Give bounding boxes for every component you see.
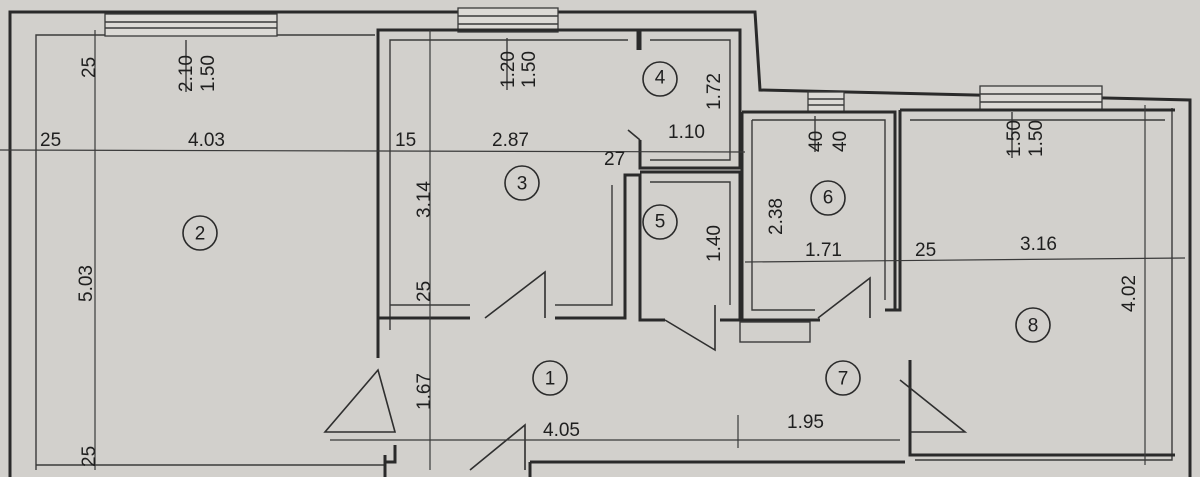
windows: [104, 7, 1103, 113]
room-2-marker: 2: [182, 215, 218, 251]
room-5-number: 5: [655, 212, 666, 233]
r4-length-label: 1.72: [704, 73, 725, 110]
r2-window-height-label: 1.50: [198, 55, 219, 92]
r8-window-width-label: 1.50: [1004, 120, 1025, 157]
window-room-2: [104, 13, 278, 37]
r2-width-label: 4.03: [188, 130, 225, 151]
room-markers: 2 3 4 5 6 1 7 8: [182, 61, 1051, 396]
r6-length-label: 2.38: [766, 198, 787, 235]
room-4-number: 4: [655, 68, 666, 89]
door-room-4: [627, 129, 641, 141]
interior-walls: [376, 28, 1175, 464]
r6-window-height-label: 40: [830, 131, 851, 152]
r6-width-label: 1.71: [805, 240, 842, 261]
r3-length-label: 3.14: [414, 181, 435, 218]
door-room-8: [899, 379, 968, 433]
r8-left-offset-label: 25: [915, 240, 936, 261]
r8-length-label: 4.02: [1119, 275, 1140, 312]
room-2-number: 2: [195, 224, 206, 245]
room-1-marker: 1: [532, 360, 568, 396]
r2-top-offset-label: 25: [79, 57, 100, 78]
r3-window-width-label: 1.20: [498, 51, 519, 88]
outer-walls: [8, 10, 1192, 477]
dimension-labels: 25 2.10 1.50 25 4.03 5.03 25 1.20 1.50 1…: [40, 38, 1140, 467]
r8-width-label: 3.16: [1020, 234, 1057, 255]
window-room-8: [979, 85, 1103, 111]
window-room-3: [457, 7, 559, 33]
entrance-door: [469, 423, 526, 471]
window-room-6: [807, 91, 845, 113]
r1-depth-label: 1.67: [414, 373, 435, 410]
room-8-marker: 8: [1015, 307, 1051, 343]
room-6-number: 6: [823, 188, 834, 209]
r2-window-width-label: 2.10: [176, 55, 197, 92]
r5-length-label: 1.40: [704, 225, 725, 262]
r8-window-height-label: 1.50: [1026, 120, 1047, 157]
r3-width-label: 2.87: [492, 130, 529, 151]
r3-bottom-offset-label: 25: [414, 281, 435, 302]
door-room-6: [817, 276, 871, 319]
r2-length-label: 5.03: [76, 265, 97, 302]
door-room-5: [664, 305, 716, 352]
room-6-marker: 6: [810, 180, 846, 216]
dimension-lines: [0, 30, 1186, 470]
r2-bottom-offset-label: 25: [79, 446, 100, 467]
room-7-marker: 7: [825, 360, 861, 396]
door-room-2: [323, 368, 397, 433]
r4-width-label: 1.10: [668, 122, 705, 143]
r6-window-width-label: 40: [806, 131, 827, 152]
room-1-number: 1: [545, 369, 556, 390]
room-5-marker: 5: [642, 204, 678, 240]
wall-27-label: 27: [604, 149, 625, 170]
r1-width-label: 4.05: [543, 420, 580, 441]
r3-window-height-label: 1.50: [519, 51, 540, 88]
room-4-marker: 4: [642, 61, 678, 97]
door-room-3: [484, 270, 546, 319]
r3-left-offset-label: 15: [395, 130, 416, 151]
r2-left-offset-label: 25: [40, 130, 61, 151]
room-3-number: 3: [517, 174, 528, 195]
room-7-number: 7: [838, 369, 849, 390]
room-3-marker: 3: [504, 165, 540, 201]
room-8-number: 8: [1028, 316, 1039, 337]
r7-width-label: 1.95: [787, 412, 824, 433]
doors: [323, 129, 968, 471]
